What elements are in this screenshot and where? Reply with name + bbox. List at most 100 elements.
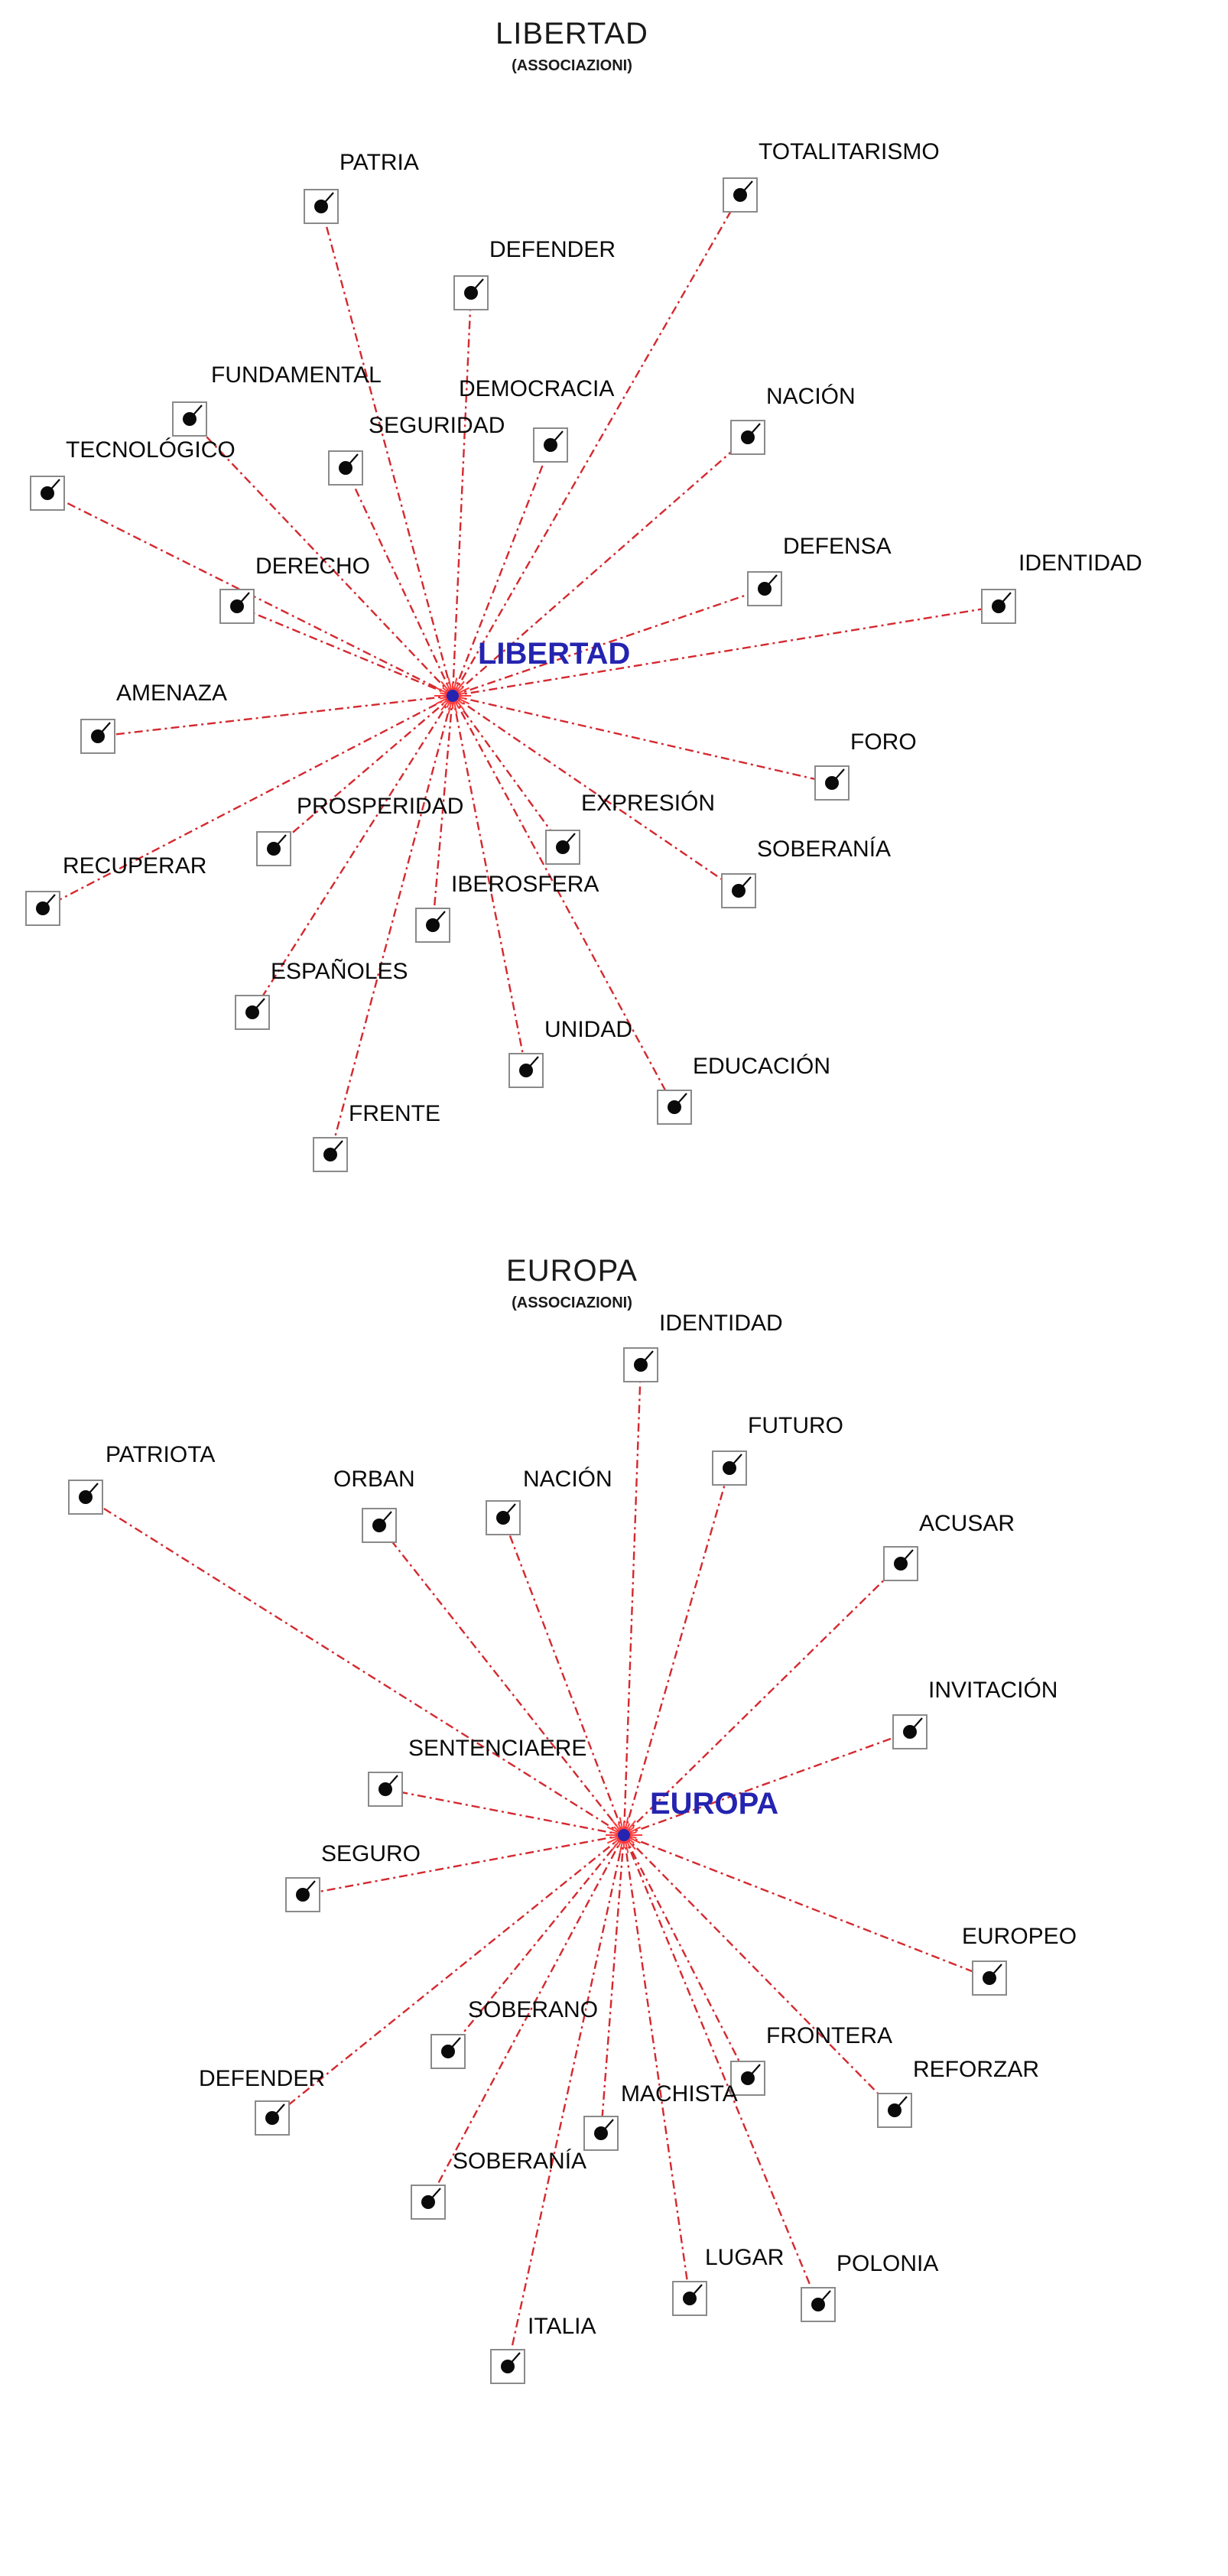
node-label: SEGURO bbox=[321, 1841, 421, 1866]
node-invitacion: INVITACIÓN bbox=[892, 1678, 1057, 1749]
node-machista: MACHISTA bbox=[583, 2081, 738, 2151]
edge-europa-europeo bbox=[623, 1834, 990, 1980]
node-dot bbox=[894, 1557, 908, 1571]
node-label: IBEROSFERA bbox=[451, 872, 599, 897]
node-identidad: IDENTIDAD bbox=[981, 551, 1142, 624]
node-dot bbox=[501, 2360, 515, 2373]
edge-libertad-foro bbox=[452, 694, 833, 784]
node-dot bbox=[811, 2298, 825, 2311]
node-dot bbox=[683, 2292, 697, 2305]
node-totalitarismo: TOTALITARISMO bbox=[723, 139, 940, 213]
node-seguro: SEGURO bbox=[285, 1841, 421, 1912]
node-espanoles: ESPAÑOLES bbox=[235, 958, 408, 1030]
node-dot bbox=[314, 200, 328, 213]
node-label: DEMOCRACIA bbox=[459, 376, 614, 401]
node-label: LUGAR bbox=[705, 2245, 784, 2270]
node-dot bbox=[668, 1100, 681, 1114]
node-dot bbox=[267, 842, 281, 856]
node-label: INVITACIÓN bbox=[928, 1678, 1057, 1703]
node-dot bbox=[426, 918, 440, 932]
edge-libertad-amenaza bbox=[97, 694, 453, 738]
edge-libertad-espanoles bbox=[251, 695, 454, 1013]
edge-europa-italia bbox=[506, 1834, 625, 2367]
node-box bbox=[545, 830, 580, 865]
node-label: DEFENDER bbox=[199, 2066, 325, 2091]
edge-libertad-totalitarismo bbox=[451, 194, 742, 697]
edge-europa-defender bbox=[271, 1834, 625, 2119]
node-seguridad: SEGURIDAD bbox=[328, 413, 505, 486]
node-fundamental: FUNDAMENTAL bbox=[172, 362, 382, 437]
node-dot bbox=[758, 582, 772, 596]
node-label: TECNOLÓGICO bbox=[66, 437, 236, 463]
node-label: SENTENCIAERE bbox=[408, 1736, 586, 1761]
edge-libertad-patria bbox=[320, 206, 454, 697]
node-dot bbox=[41, 486, 54, 500]
node-label: DEFENSA bbox=[783, 534, 892, 559]
node-dot bbox=[732, 884, 746, 898]
node-label: IDENTIDAD bbox=[1018, 551, 1142, 576]
edge-europa-polonia bbox=[622, 1834, 820, 2305]
node-iberosfera: IBEROSFERA bbox=[415, 872, 599, 943]
edge-europa-orban bbox=[378, 1525, 625, 1836]
node-dot bbox=[825, 776, 839, 790]
node-dot bbox=[496, 1511, 510, 1525]
node-dot bbox=[594, 2126, 608, 2140]
node-label: ORBAN bbox=[333, 1467, 415, 1492]
node-label: NACIÓN bbox=[766, 384, 856, 409]
node-box bbox=[883, 1546, 918, 1581]
edge-libertad-identidad bbox=[452, 605, 999, 697]
node-dot bbox=[230, 599, 244, 613]
node-patria: PATRIA bbox=[304, 150, 419, 224]
edge-libertad-soberania bbox=[452, 695, 739, 892]
node-label: PATRIOTA bbox=[106, 1442, 215, 1467]
node-foro: FORO bbox=[814, 729, 917, 801]
edge-libertad-seguridad bbox=[344, 467, 454, 697]
edge-europa-machista bbox=[599, 1834, 625, 2134]
node-prosperidad: PROSPERIDAD bbox=[256, 794, 463, 866]
edge-europa-patriota bbox=[85, 1496, 625, 1837]
europa-hub: EUROPA bbox=[606, 1787, 778, 1853]
node-democracia: DEMOCRACIA bbox=[459, 376, 614, 463]
node-futuro: FUTURO bbox=[712, 1413, 843, 1486]
node-dot bbox=[556, 840, 570, 854]
europa-title: EUROPA bbox=[506, 1254, 638, 1288]
node-box bbox=[490, 2349, 525, 2384]
edge-europa-invitacion bbox=[623, 1730, 911, 1837]
node-label: UNIDAD bbox=[544, 1017, 632, 1042]
node-sentenciaere: SENTENCIAERE bbox=[368, 1736, 586, 1807]
edge-libertad-educacion bbox=[451, 695, 676, 1108]
node-frente: FRENTE bbox=[313, 1101, 440, 1172]
edge-europa-lugar bbox=[622, 1834, 691, 2299]
edge-europa-soberania bbox=[427, 1834, 625, 2203]
node-label: TOTALITARISMO bbox=[759, 139, 940, 164]
node-label: RECUPERAR bbox=[63, 853, 206, 879]
hub-core bbox=[447, 690, 459, 702]
node-recuperar: RECUPERAR bbox=[25, 853, 206, 926]
node-dot bbox=[323, 1148, 337, 1161]
node-label: EUROPEO bbox=[962, 1924, 1077, 1949]
node-label: POLONIA bbox=[837, 2251, 938, 2276]
node-label: SEGURIDAD bbox=[369, 413, 505, 438]
node-dot bbox=[519, 1064, 533, 1077]
node-dot bbox=[183, 412, 197, 426]
edge-europa-identidad bbox=[622, 1364, 642, 1836]
node-label: EXPRESIÓN bbox=[581, 791, 715, 816]
node-defensa: DEFENSA bbox=[747, 534, 892, 606]
node-lugar: LUGAR bbox=[672, 2245, 784, 2316]
edge-europa-futuro bbox=[622, 1467, 731, 1836]
node-label: DEFENDER bbox=[489, 237, 616, 262]
node-dot bbox=[245, 1005, 259, 1019]
node-label: FRONTERA bbox=[766, 2023, 892, 2048]
edge-libertad-democracia bbox=[451, 444, 552, 697]
libertad-hub: LIBERTAD bbox=[434, 637, 630, 714]
node-dot bbox=[421, 2195, 435, 2209]
edge-libertad-defender bbox=[451, 292, 473, 697]
node-dot bbox=[464, 286, 478, 300]
edge-libertad-frente bbox=[329, 695, 454, 1155]
libertad-edges bbox=[42, 194, 999, 1155]
node-expresion: EXPRESIÓN bbox=[545, 791, 715, 865]
node-dot bbox=[741, 2071, 755, 2085]
node-nacion: NACIÓN bbox=[486, 1467, 612, 1535]
node-label: PROSPERIDAD bbox=[297, 794, 463, 819]
